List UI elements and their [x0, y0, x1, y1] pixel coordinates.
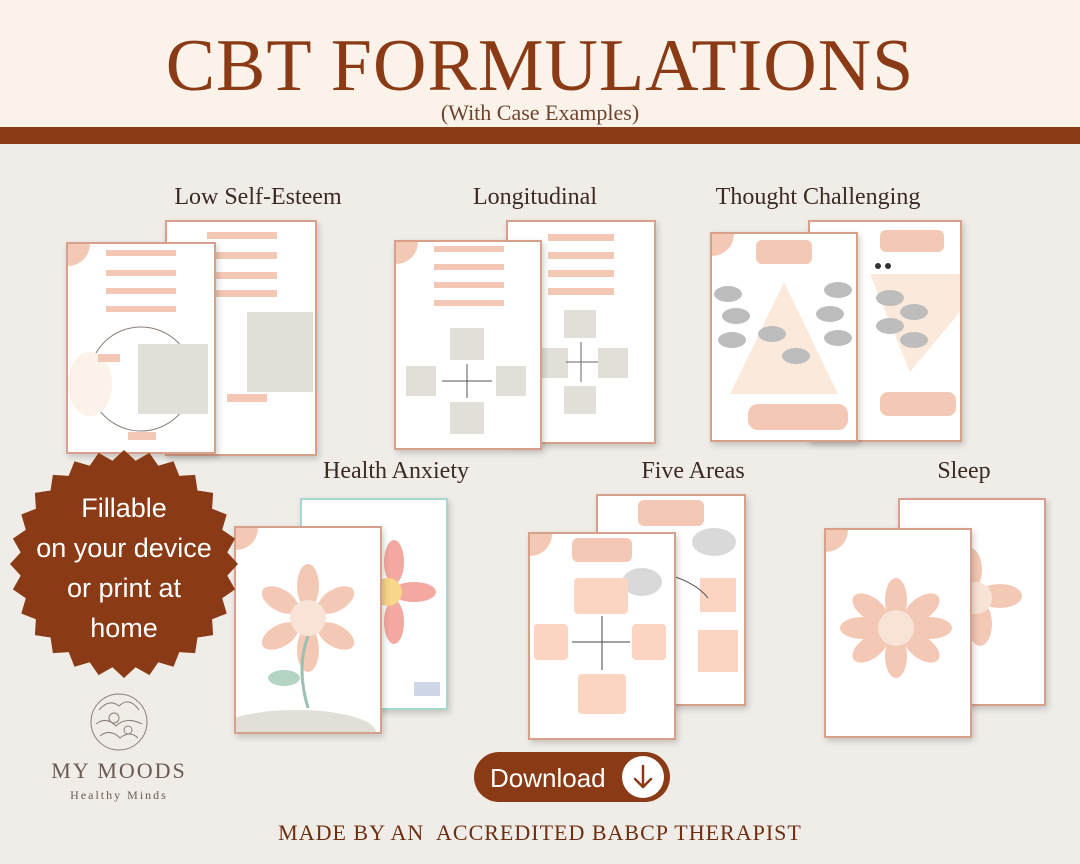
worksheet-graphic — [826, 530, 952, 678]
footer-credit: MADE BY AN ACCREDITED BABCP THERAPIST — [278, 820, 802, 845]
worksheet-graphic — [396, 242, 526, 434]
brain-flower-icon — [90, 693, 148, 751]
thought-challenging-sheet-front — [710, 232, 858, 442]
brand-tagline: Healthy Minds — [70, 788, 168, 802]
worksheet-graphic — [538, 234, 628, 414]
worksheet-graphic — [68, 244, 208, 440]
badge-line: or print at — [66, 573, 182, 603]
low-self-esteem-sheet-front — [66, 242, 216, 454]
label-sleep: Sleep — [937, 458, 991, 484]
label-longitudinal: Longitudinal — [473, 184, 597, 210]
worksheet-graphic — [870, 230, 960, 416]
label-low-self-esteem: Low Self-Esteem — [174, 184, 342, 210]
brand-name: MY MOODS — [51, 758, 187, 783]
sleep-sheet-front — [824, 528, 972, 738]
health-anxiety-sheet-front — [234, 526, 382, 734]
scalloped-badge-shape — [10, 450, 238, 678]
label-thought-challenging: Thought Challenging — [715, 184, 921, 210]
longitudinal-sheet-front — [394, 240, 542, 450]
fillable-badge: Fillable on your device or print at home — [6, 448, 242, 680]
five-areas-sheet-front — [528, 532, 676, 740]
brand-logo: MY MOODS Healthy Minds — [44, 688, 194, 808]
page-title: CBT FORMULATIONS — [165, 25, 915, 107]
arrow-down-circle-icon — [622, 756, 664, 798]
worksheet-graphic — [236, 528, 376, 732]
worksheet-graphic — [530, 534, 666, 714]
label-five-areas: Five Areas — [641, 458, 745, 484]
page-subtitle: (With Case Examples) — [440, 100, 640, 125]
badge-line: Fillable — [81, 493, 167, 523]
worksheet-graphic — [712, 234, 852, 430]
header-divider — [0, 127, 1080, 144]
badge-line: on your device — [36, 533, 212, 563]
badge-text: Fillable on your device or print at home — [6, 488, 242, 648]
worksheet-graphic — [638, 500, 738, 672]
badge-line: home — [90, 613, 158, 643]
download-button[interactable]: Download — [474, 752, 670, 802]
header — [0, 0, 1080, 128]
worksheet-graphic — [207, 232, 313, 402]
download-label: Download — [490, 763, 606, 793]
label-health-anxiety: Health Anxiety — [323, 458, 469, 484]
